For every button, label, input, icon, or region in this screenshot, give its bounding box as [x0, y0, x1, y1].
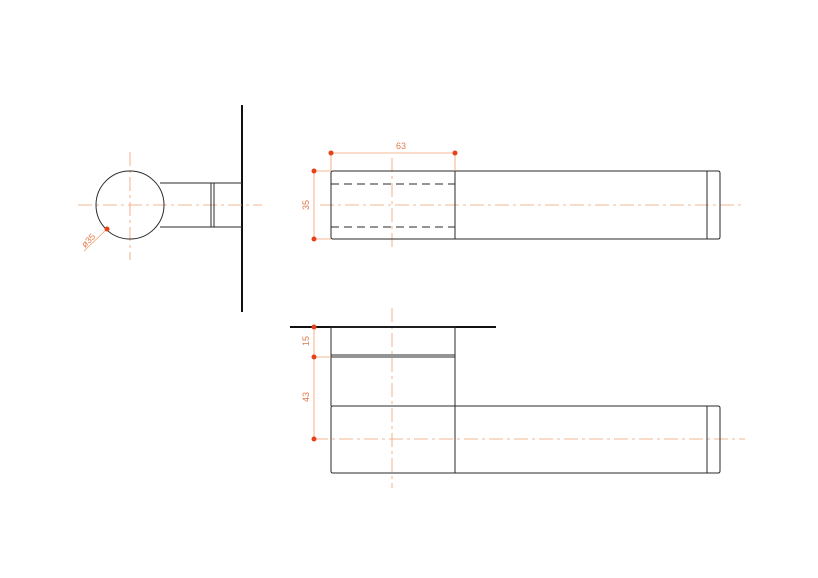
lever-end-circle [95, 170, 165, 240]
thickness-dot-top [311, 168, 317, 174]
side-view: ø35 [78, 105, 262, 312]
front-view: 15 43 [290, 308, 745, 488]
grip-length-dot-right [452, 150, 458, 156]
grip-length-label: 63 [396, 141, 406, 151]
grip-length-dot-left [328, 150, 334, 156]
top-view: 63 35 [301, 141, 745, 250]
diameter-leader-dot [104, 226, 110, 232]
projection-dot-top [311, 324, 317, 330]
front-lever-outline [330, 405, 721, 474]
rosette-rectangle [330, 326, 456, 358]
projection-dot-bottom [311, 436, 317, 442]
projection-dot-mid [311, 354, 317, 360]
thickness-label: 35 [301, 200, 311, 210]
diameter-leader-line [83, 228, 108, 252]
diameter-label: ø35 [79, 231, 97, 249]
projection-label: 43 [301, 392, 311, 402]
lever-body-outline [330, 170, 721, 240]
thickness-dot-bottom [311, 236, 317, 242]
rose-thickness-label: 15 [301, 336, 311, 346]
